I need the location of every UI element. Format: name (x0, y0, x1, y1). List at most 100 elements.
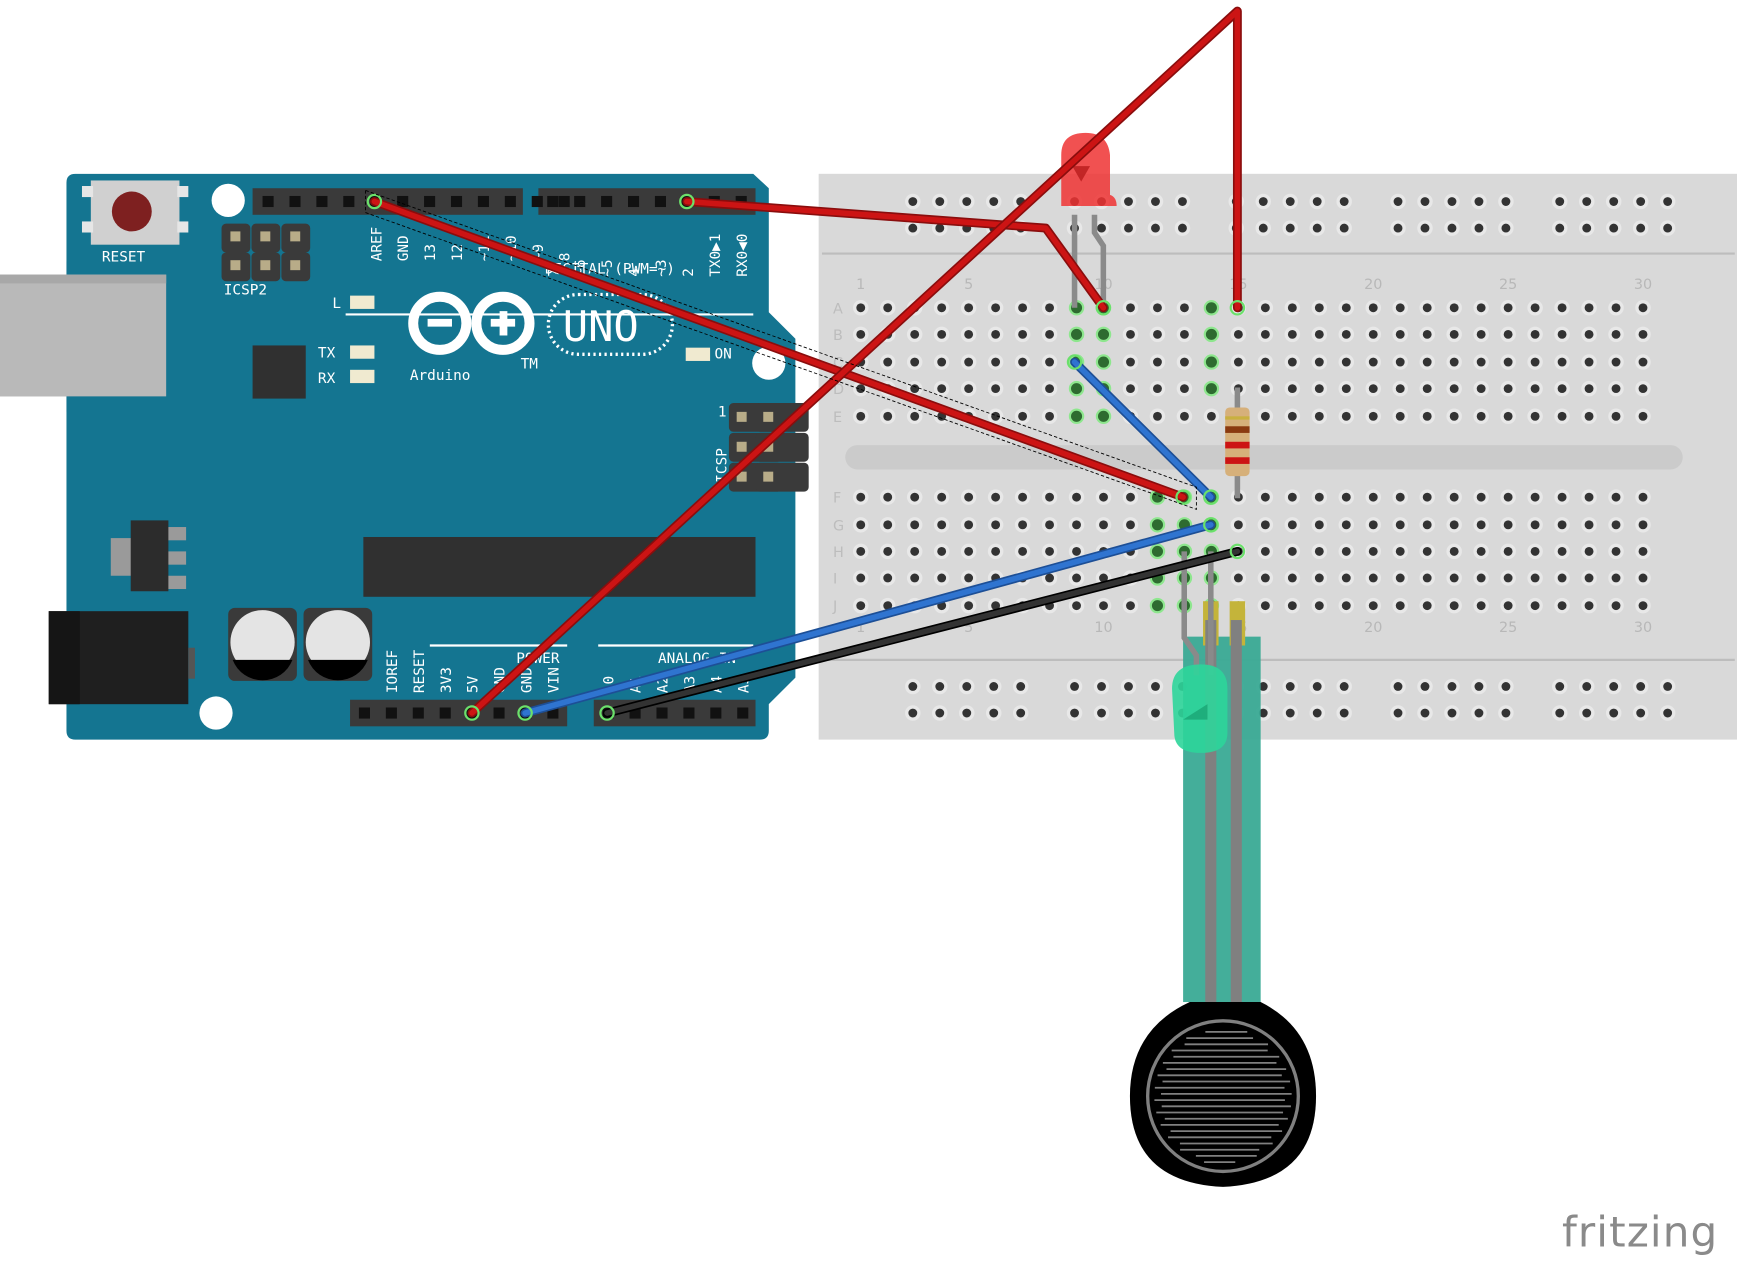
wire-blue-led[interactable] (1066, 354, 1219, 505)
wire-endpoint (1175, 489, 1191, 505)
connected-hole (1203, 300, 1220, 316)
icsp-pin1-label: 1 (718, 404, 727, 420)
icsp-pin (736, 411, 747, 422)
capacitor (303, 607, 373, 681)
breadboard-hole (962, 682, 972, 691)
breadboard-hole (1045, 546, 1054, 556)
breadboard-hole (964, 546, 974, 556)
breadboard-hole (883, 573, 893, 583)
breadboard-hole (883, 492, 893, 502)
breadboard-hole (1420, 682, 1430, 691)
breadboard-hole (1393, 708, 1403, 718)
header-pin (493, 707, 505, 719)
breadboard-hole (964, 384, 974, 394)
breadboard-hole (908, 197, 918, 206)
breadboard-hole (1422, 601, 1432, 611)
wire-red-pin13[interactable] (366, 193, 1191, 505)
header-pin (558, 195, 570, 208)
green-led[interactable] (1172, 551, 1228, 753)
breadboard-hole (1638, 411, 1648, 421)
breadboard-hole (1153, 303, 1162, 313)
breadboard-hole (1151, 682, 1160, 691)
breadboard-hole (991, 357, 1001, 367)
breadboard-hole (1611, 492, 1621, 502)
wire-endpoint (1066, 354, 1083, 370)
header-pin (439, 707, 451, 719)
breadboard-hole (1557, 492, 1567, 502)
wire-endpoint (1229, 543, 1246, 560)
breadboard-hole (1341, 329, 1351, 339)
breadboard-hole (856, 520, 866, 530)
breadboard-hole (991, 329, 1001, 339)
breadboard-hole (964, 520, 974, 530)
breadboard-hole (1584, 329, 1594, 339)
row-label: D (833, 382, 844, 398)
breadboard-hole (1368, 520, 1378, 530)
column-label: 30 (1634, 277, 1652, 293)
breadboard-hole (1314, 601, 1324, 611)
breadboard-hole (1501, 682, 1511, 691)
breadboard-hole (856, 492, 866, 502)
connected-hole (1203, 380, 1220, 397)
header-pin (547, 195, 559, 208)
breadboard-hole (1180, 357, 1189, 367)
breadboard-hole (1449, 411, 1459, 421)
breadboard-hole (1420, 708, 1430, 718)
breadboard-hole (1072, 546, 1081, 556)
breadboard-hole (1260, 546, 1270, 556)
mounting-hole (752, 346, 786, 380)
breadboard-hole (1557, 601, 1567, 611)
wire-black-a0[interactable] (599, 543, 1246, 721)
breadboard-hole (910, 546, 920, 556)
breadboard-hole (1097, 708, 1106, 718)
breadboard-hole (1530, 303, 1540, 313)
breadboard-hole (1368, 411, 1378, 421)
breadboard-hole (1476, 573, 1486, 583)
header-pin (737, 707, 749, 719)
connected-hole (1068, 326, 1085, 343)
breadboard-hole (1663, 223, 1673, 233)
breadboard-hole (1233, 520, 1243, 530)
breadboard-hole (991, 303, 1001, 313)
breadboard-hole (1368, 384, 1378, 394)
breadboard-hole (1368, 329, 1378, 339)
arduino-logo (408, 291, 675, 356)
pin-label: 4 (627, 268, 643, 277)
breadboard-hole (1557, 357, 1567, 367)
breadboard-hole (1476, 411, 1486, 421)
breadboard-hole (1018, 329, 1028, 339)
resistor[interactable] (1225, 387, 1250, 499)
wire-core (684, 198, 1107, 311)
breadboard-hole (1258, 708, 1268, 718)
breadboard-hole (1339, 197, 1349, 206)
wire-core (469, 8, 1241, 716)
breadboard-hole (1260, 329, 1270, 339)
reset-button[interactable] (81, 180, 189, 245)
breadboard-hole (1422, 573, 1432, 583)
breadboard-hole (1476, 303, 1486, 313)
breadboard-hole (1557, 520, 1567, 530)
pin-label: 2 (681, 268, 697, 277)
breadboard-hole (883, 520, 893, 530)
wire-red-5v[interactable] (464, 6, 1246, 721)
breadboard-hole (1126, 303, 1135, 313)
breadboard-hole (1422, 546, 1432, 556)
breadboard-hole (1395, 411, 1405, 421)
breadboard-hole (1555, 197, 1565, 206)
breadboard-hole (937, 573, 947, 583)
wire-red-pin2[interactable] (679, 193, 1112, 316)
breadboard-hole (937, 329, 947, 339)
breadboard-hole (856, 411, 866, 421)
breadboard-hole (1530, 492, 1540, 502)
wire-blue-gnd[interactable] (517, 517, 1219, 721)
breadboard-hole (1312, 223, 1322, 233)
breadboard-hole (1097, 223, 1106, 233)
column-label: 25 (1499, 277, 1517, 293)
pin-label: 8 (558, 253, 574, 262)
breadboard-hole (1368, 303, 1378, 313)
fsr-sensing-pattern (1154, 1031, 1292, 1164)
breadboard-hole (1557, 303, 1567, 313)
breadboard-hole (1584, 492, 1594, 502)
capacitor (228, 607, 297, 681)
breadboard-hole (1312, 682, 1322, 691)
